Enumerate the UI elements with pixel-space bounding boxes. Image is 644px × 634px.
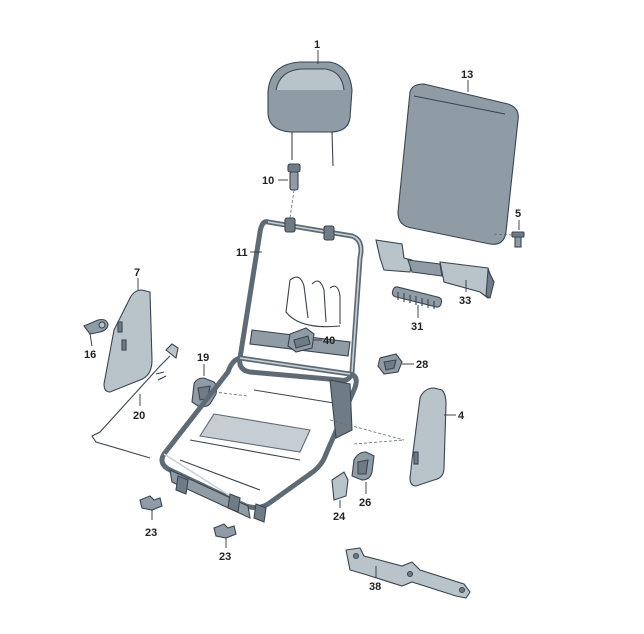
cable-part[interactable] — [91, 343, 179, 459]
screw-part[interactable] — [511, 231, 525, 248]
backrest-frame-part[interactable] — [237, 217, 364, 383]
callout-19: 19 — [197, 352, 209, 364]
bolt-strip-part[interactable] — [391, 286, 443, 309]
callout-24: 24 — [333, 511, 346, 523]
clip-28-part[interactable] — [377, 353, 403, 375]
side-trim-right-part[interactable] — [409, 387, 447, 487]
guide-sleeve-part[interactable] — [287, 163, 301, 191]
callout-10: 10 — [262, 175, 274, 187]
side-trim-left-part[interactable] — [103, 289, 153, 393]
callout-26: 26 — [359, 497, 371, 509]
cover-cap-26-part[interactable] — [351, 451, 375, 481]
clip-40-part[interactable] — [287, 327, 315, 353]
callout-20: 20 — [133, 410, 145, 422]
cap-24-part[interactable] — [331, 471, 349, 501]
callout-11: 11 — [236, 247, 248, 259]
clip-23b-part[interactable] — [213, 523, 237, 539]
callout-7: 7 — [134, 267, 140, 279]
callout-5: 5 — [515, 208, 521, 220]
headrest-part[interactable] — [267, 61, 353, 167]
callout-31: 31 — [411, 321, 423, 333]
callout-23b: 23 — [219, 551, 231, 563]
callout-16: 16 — [84, 349, 96, 361]
lever-part[interactable] — [83, 318, 109, 335]
backrest-cover-part[interactable] — [397, 83, 519, 245]
callout-28: 28 — [416, 359, 428, 371]
callout-23a: 23 — [145, 527, 157, 539]
callout-13: 13 — [461, 69, 473, 81]
callout-33: 33 — [459, 295, 471, 307]
callout-38: 38 — [369, 581, 381, 593]
rail-38-part[interactable] — [345, 547, 471, 599]
seat-base-frame[interactable] — [159, 355, 359, 523]
clip-23a-part[interactable] — [139, 495, 163, 511]
callout-40: 40 — [323, 335, 335, 347]
callout-1: 1 — [314, 39, 320, 51]
callout-4: 4 — [458, 410, 465, 422]
